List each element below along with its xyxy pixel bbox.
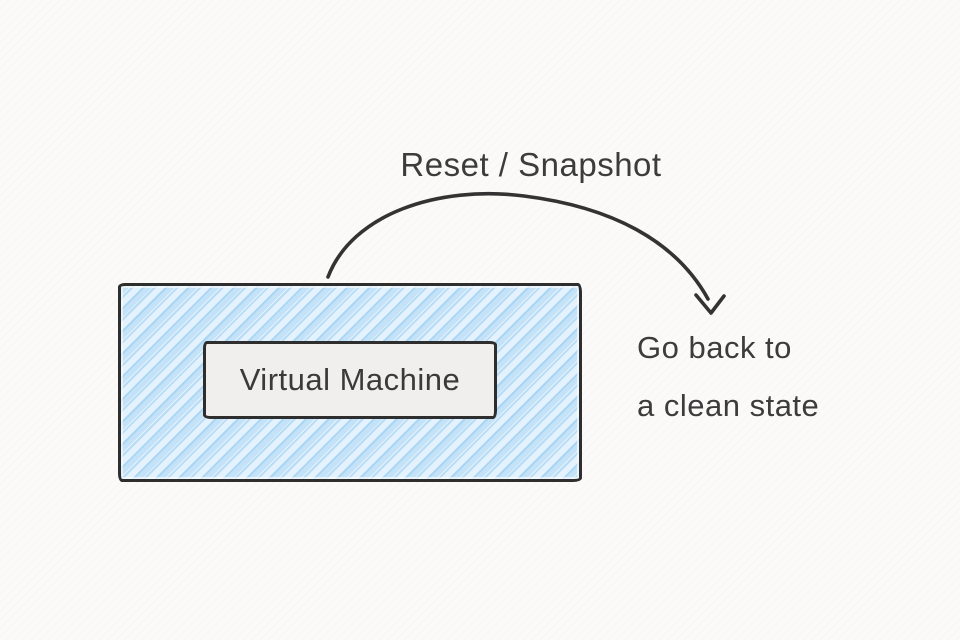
clean-state-note: Go back to a clean state — [637, 330, 819, 424]
note-line-1: Go back to — [637, 330, 792, 365]
arrowhead-icon — [694, 293, 726, 315]
note-line-2: a clean state — [637, 388, 820, 423]
reset-snapshot-label: Reset / Snapshot — [400, 146, 662, 183]
vm-inner-box: Virtual Machine — [203, 341, 497, 419]
vm-label: Virtual Machine — [239, 362, 461, 397]
